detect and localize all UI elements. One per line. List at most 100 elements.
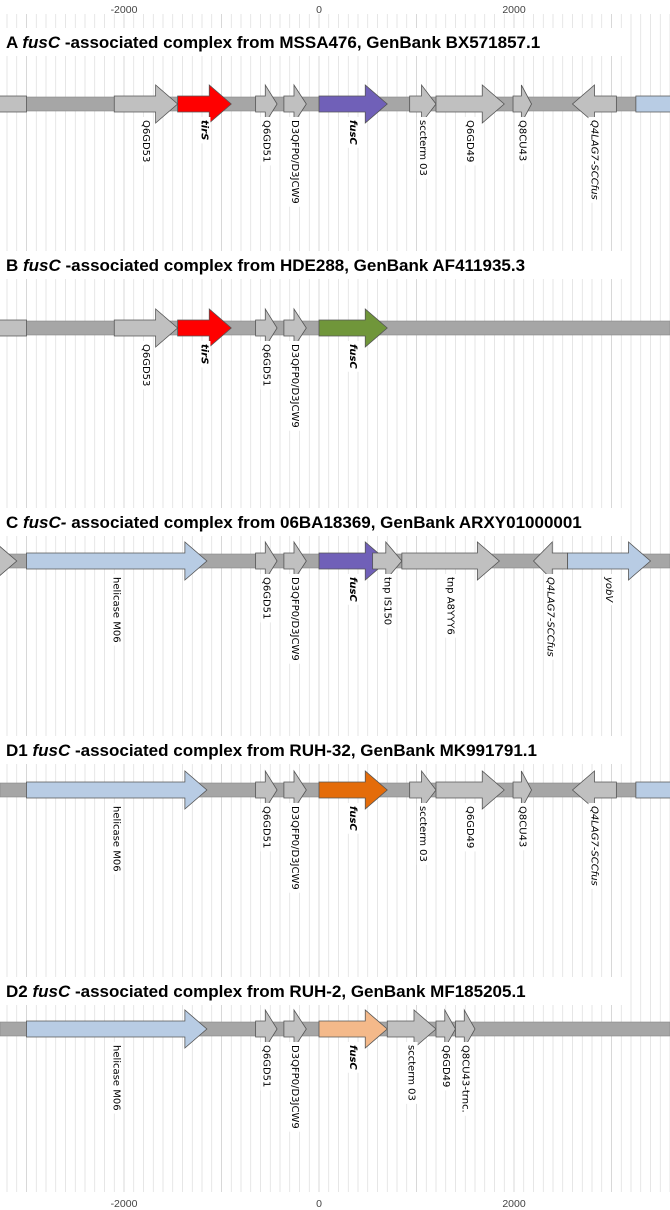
panel-letter: D1	[6, 741, 28, 760]
gene-label-background	[588, 117, 601, 203]
gene-label: Q6GD51	[260, 1045, 271, 1087]
axis-tick-label: 0	[316, 4, 322, 16]
gene-label-background	[464, 117, 477, 166]
gene-arrow	[0, 95, 27, 113]
gene-label: fusC	[347, 806, 358, 831]
gene-label-background	[588, 803, 601, 889]
gene-label: sccterm 03	[406, 1045, 417, 1101]
gene-label: Q4LAG7-SCCfus	[588, 120, 599, 200]
gene-label-background	[347, 117, 360, 148]
axis-tick-label: -2000	[111, 1198, 138, 1210]
gene-label-background	[544, 574, 557, 660]
gene-label: tirS	[198, 120, 209, 140]
gene-arrow	[177, 84, 232, 124]
gene-arrow	[177, 308, 232, 348]
gene-label: tirS	[198, 344, 209, 364]
panel-gene-name: fusC	[32, 982, 71, 1001]
gene-arrow	[318, 84, 388, 124]
gene-label-background	[139, 117, 152, 166]
gene-label: helicase M06	[111, 1045, 122, 1111]
gene-label: D3QFP0/D3JCW9	[289, 344, 300, 428]
gene-arrow	[318, 308, 388, 348]
gene-arrow	[0, 319, 27, 337]
gene-label: Q8CU43-trnc.	[459, 1045, 470, 1113]
gene-label-background	[444, 574, 457, 638]
gene-label: Q6GD51	[260, 806, 271, 848]
panel-title-text: -associated complex from MSSA476, GenBan…	[60, 33, 540, 52]
gene-label-background	[260, 1042, 273, 1091]
gene-label-background	[347, 803, 360, 834]
bottom-axis: -6000-4000-20000200040006000	[111, 1198, 526, 1210]
gene-label-background	[260, 117, 273, 166]
gene-arrow	[409, 769, 437, 811]
gene-label-background	[416, 117, 429, 179]
gene-label-background	[110, 574, 123, 646]
gene-label: Q8CU43	[516, 120, 527, 161]
gene-label-background	[439, 1042, 452, 1091]
gene-label-background	[459, 1042, 472, 1116]
gene-arrow	[512, 770, 533, 810]
gene-arrow	[283, 83, 307, 125]
panel-title: C fusC- associated complex from 06BA1836…	[6, 513, 582, 532]
gene-arrow	[372, 540, 403, 582]
gene-label-background	[110, 803, 123, 875]
gene-label: Q4LAG7-SCCfus	[588, 806, 599, 886]
gene-label-background	[464, 803, 477, 852]
panel-gene-name: fusC	[32, 741, 71, 760]
gene-arrow	[635, 95, 670, 113]
gene-label: Q6GD53	[140, 344, 151, 386]
gene-label: Q6GD51	[260, 344, 271, 386]
gene-label-background	[416, 803, 429, 865]
gene-arrow	[386, 1009, 437, 1049]
gene-label: helicase M06	[111, 806, 122, 872]
gene-label: D3QFP0/D3JCW9	[289, 806, 300, 890]
panel-title-text: -associated complex from HDE288, GenBank…	[61, 256, 525, 275]
gene-label-background	[198, 117, 211, 144]
gene-arrow	[283, 1008, 307, 1050]
gene-label-background	[603, 574, 616, 606]
panel-title: D1 fusC -associated complex from RUH-32,…	[6, 741, 537, 760]
gene-arrow	[26, 770, 208, 810]
gene-label: tnp IS150	[381, 577, 392, 625]
gene-arrow	[567, 541, 652, 581]
gene-label: fusC	[347, 577, 358, 602]
panels: A fusC -associated complex from MSSA476,…	[0, 28, 670, 1132]
panel-title-background	[0, 508, 622, 536]
gene-label: Q6GD53	[140, 120, 151, 162]
gene-label: D3QFP0/D3JCW9	[289, 120, 300, 204]
gene-label: Q6GD51	[260, 577, 271, 619]
gene-label: D3QFP0/D3JCW9	[289, 577, 300, 661]
gene-label-background	[110, 1042, 123, 1114]
panel-letter: D2	[6, 982, 28, 1001]
gene-label: yobV	[603, 576, 614, 603]
gene-label-background	[289, 117, 302, 207]
panel-gene-name: fusC	[22, 33, 61, 52]
gene-label-background	[289, 341, 302, 431]
gene-arrow	[435, 84, 505, 124]
gene-label-background	[289, 574, 302, 664]
gene-arrow	[283, 769, 307, 811]
gene-label-background	[260, 341, 273, 390]
gene-arrow	[571, 770, 617, 810]
panel-letter: C	[6, 513, 18, 532]
gene-label-background	[381, 574, 394, 629]
panel-title: A fusC -associated complex from MSSA476,…	[6, 33, 540, 52]
panel-title-text: -associated complex from RUH-32, GenBank…	[70, 741, 537, 760]
panel-title-background	[0, 28, 622, 56]
gene-arrow	[401, 541, 500, 581]
panel-letter: B	[6, 256, 18, 275]
gene-arrow	[255, 307, 278, 349]
gene-label: D3QFP0/D3JCW9	[289, 1045, 300, 1129]
axis-tick-label: 0	[316, 1198, 322, 1210]
gene-label-background	[260, 574, 273, 623]
axis-tick-label: 2000	[502, 1198, 526, 1210]
gene-label: sccterm 03	[417, 806, 428, 862]
vertical-gridlines	[6, 14, 670, 1192]
gene-label-background	[289, 1042, 302, 1132]
panel-d1: D1 fusC -associated complex from RUH-32,…	[0, 736, 670, 893]
gene-arrow	[255, 83, 278, 125]
gene-label: fusC	[347, 344, 358, 369]
gene-arrow	[512, 84, 533, 124]
gene-arrow	[318, 1009, 388, 1049]
